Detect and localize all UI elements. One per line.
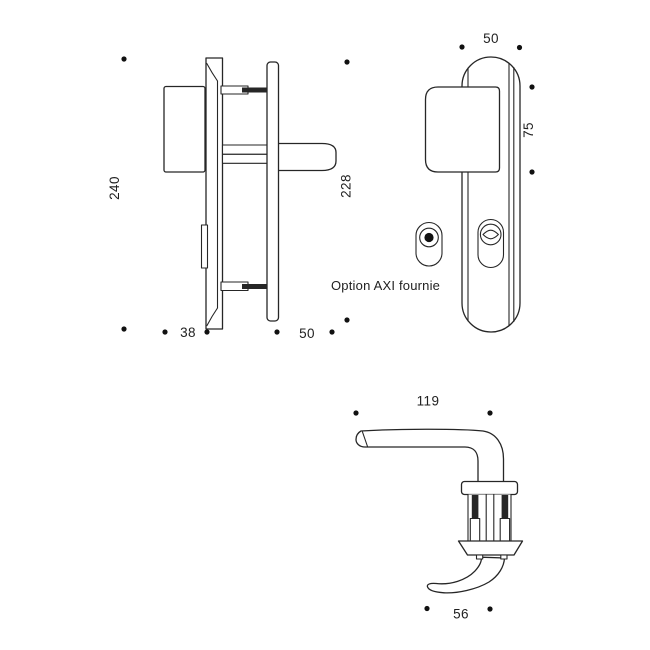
sleeve-tip-right (500, 554, 508, 560)
spindle-bar-upper (221, 144, 269, 155)
dimension-dot (424, 605, 430, 612)
fixing-screw-right (501, 495, 509, 519)
dimension-dot (329, 329, 335, 335)
outer-plate-bottom-chamfer (206, 307, 219, 327)
dim-240-label: 240 (107, 176, 122, 200)
lever-view-drawing: 119 56 (353, 394, 524, 622)
knob-side-outline (163, 85, 206, 173)
dimension-dot (121, 326, 127, 332)
dim-50-side-label: 50 (299, 326, 315, 341)
dim-50-front-label: 50 (483, 31, 499, 46)
dimension-dot (121, 56, 127, 62)
sleeve-tip-left (475, 554, 484, 560)
dimension-dot (487, 410, 493, 416)
dimension-dot (274, 329, 280, 335)
rosette-bottom-cup (457, 540, 524, 556)
dimension-dot (162, 329, 168, 335)
option-axi-note: Option AXI fournie (331, 278, 440, 293)
knob-front-outline (424, 86, 501, 173)
dimension-dot (459, 44, 465, 50)
fixing-screw-top (242, 87, 268, 93)
dim-75-label: 75 (521, 122, 536, 138)
outer-plate-top-chamfer (206, 62, 219, 82)
axi-option-dot (424, 232, 434, 243)
dimension-dot (529, 84, 535, 90)
dimension-dot (344, 59, 350, 65)
dimension-dot (487, 606, 493, 612)
dimension-dot (353, 410, 359, 416)
cylinder-face (479, 223, 502, 246)
dimension-dot (529, 169, 535, 175)
dimension-dot (344, 317, 350, 323)
inner-plate-side (266, 61, 280, 322)
cylinder-protrusion-side (200, 224, 209, 269)
lever-tip-facet (361, 431, 369, 448)
front-view-drawing: 50 75 Option AXI fournie (331, 31, 536, 333)
fixing-screw-bottom (242, 284, 268, 289)
fixing-screw-left (471, 495, 479, 519)
rosette-top-flange (460, 480, 519, 496)
dim-119-label: 119 (417, 394, 440, 409)
outer-plate-side (205, 57, 224, 330)
dim-56-label: 56 (453, 607, 469, 622)
spindle-bar-lower (221, 153, 269, 164)
keyway-slot (482, 229, 499, 240)
dimension-dot (516, 44, 523, 51)
dimension-dot (204, 329, 210, 335)
lever-arm-outline (355, 428, 505, 483)
lever-grip-curve (426, 556, 506, 594)
lever-side-outline (277, 142, 337, 172)
side-view-drawing: 240 228 38 50 (107, 56, 354, 341)
screw-sleeve-right (499, 517, 511, 542)
dim-228-label: 228 (339, 174, 354, 198)
dim-38-label: 38 (180, 325, 196, 340)
screw-sleeve-left (469, 517, 481, 542)
